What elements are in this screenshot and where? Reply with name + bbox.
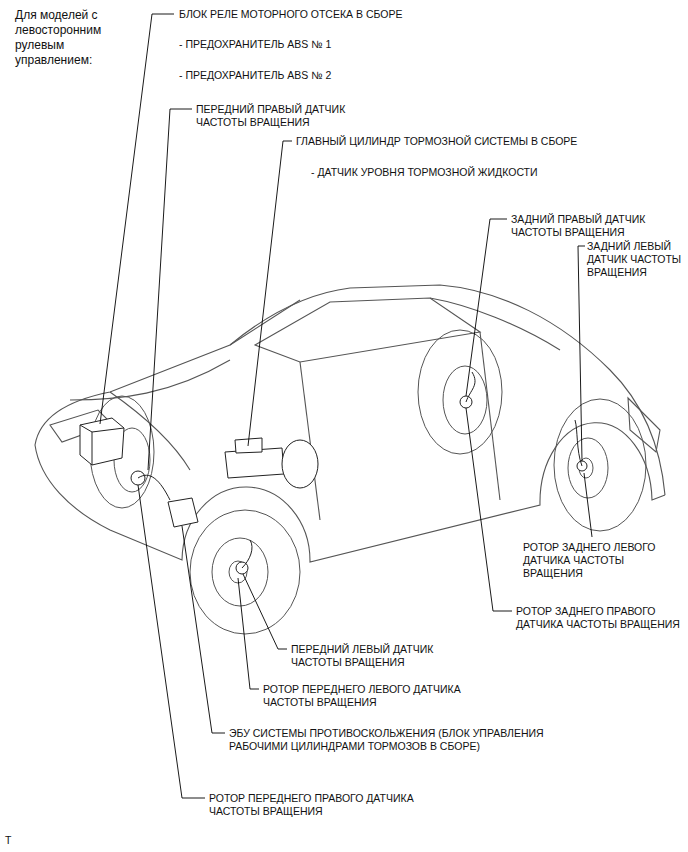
part-label: РОТОР ЗАДНЕГО ПРАВОГО ДАТЧИКА ЧАСТОТЫ ВР… xyxy=(515,605,682,631)
part-label: ЗАДНИЙ ПРАВЫЙ ДАТЧИК ЧАСТОТЫ ВРАЩЕНИЯ xyxy=(510,213,684,239)
part-label: РОТОР ПЕРЕДНЕГО ПРАВОГО ДАТЧИКА ЧАСТОТЫ … xyxy=(208,792,435,818)
part-label: РОТОР ЗАДНЕГО ЛЕВОГО ДАТЧИКА ЧАСТОТЫ ВРА… xyxy=(522,541,684,580)
figure-code: T xyxy=(4,834,12,847)
part-label: РОТОР ПЕРЕДНЕГО ЛЕВОГО ДАТЧИКА ЧАСТОТЫ В… xyxy=(262,683,509,709)
part-label: БЛОК РЕЛЕ МОТОРНОГО ОТСЕКА В СБОРЕ xyxy=(178,8,403,21)
car-body xyxy=(35,285,665,562)
components xyxy=(80,396,587,574)
part-sublabel: - ДАТЧИК УРОВНЯ ТОРМОЗНОЙ ЖИДКОСТИ xyxy=(310,166,539,179)
wheels xyxy=(90,330,646,634)
part-label: ЭБУ СИСТЕМЫ ПРОТИВОСКОЛЬЖЕНИЯ (БЛОК УПРА… xyxy=(228,727,580,753)
part-sublabel: - ПРЕДОХРАНИТЕЛЬ ABS № 2 xyxy=(178,69,332,82)
part-sublabel: - ПРЕДОХРАНИТЕЛЬ ABS № 1 xyxy=(178,38,332,51)
part-label: ПЕРЕДНИЙ ПРАВЫЙ ДАТЧИК ЧАСТОТЫ ВРАЩЕНИЯ xyxy=(195,103,397,129)
part-label: ЗАДНИЙ ЛЕВЫЙ ДАТЧИК ЧАСТОТЫ ВРАЩЕНИЯ xyxy=(586,240,684,279)
part-label: ГЛАВНЫЙ ЦИЛИНДР ТОРМОЗНОЙ СИСТЕМЫ В СБОР… xyxy=(295,135,578,148)
sensor-wires xyxy=(138,372,582,568)
fitment-note: Для моделей с левосторонним рулевым упра… xyxy=(14,8,116,68)
part-label: ПЕРЕДНИЙ ЛЕВЫЙ ДАТЧИК ЧАСТОТЫ ВРАЩЕНИЯ xyxy=(290,643,477,669)
leader-lines xyxy=(100,14,592,798)
